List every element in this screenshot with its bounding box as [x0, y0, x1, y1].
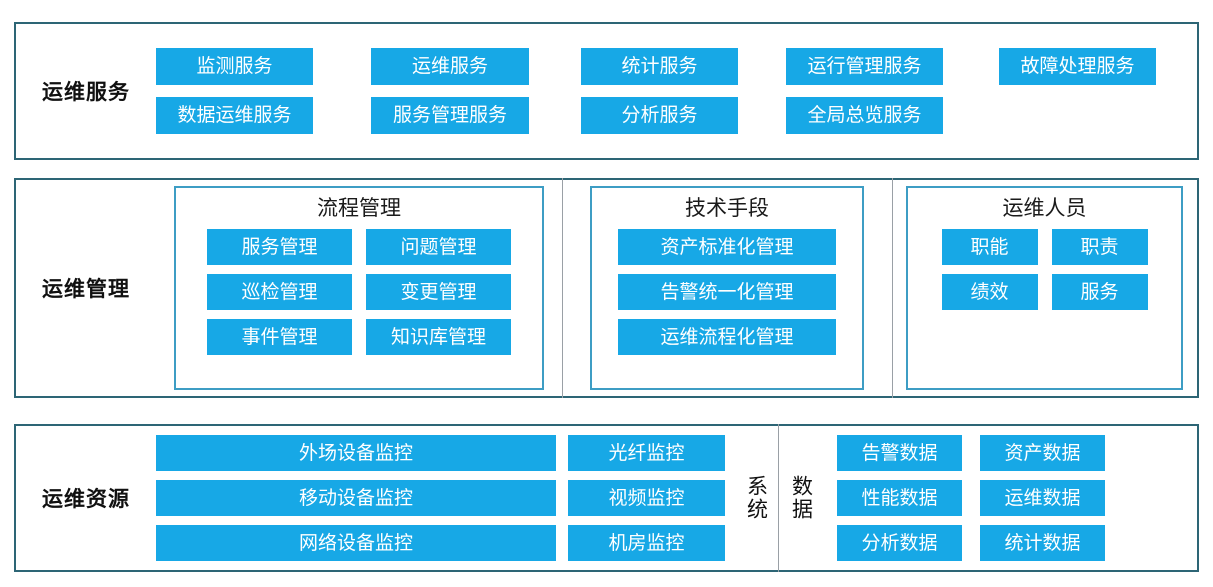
resources-column-device-monitoring: 外场设备监控 移动设备监控 网络设备监控 — [156, 426, 568, 570]
section-operations-services: 运维服务 监测服务 运维服务 统计服务 运行管理服务 故障处理服务 — [14, 22, 1199, 160]
chip-analysis-service[interactable]: 分析服务 — [581, 97, 738, 134]
panel-title-personnel: 运维人员 — [1002, 197, 1087, 220]
chip-service[interactable]: 服务 — [1051, 274, 1148, 311]
panel-rows-technical: 资产标准化管理 告警统一化管理 运维流程化管理 — [618, 229, 836, 356]
panel-process-management: 流程管理 服务管理 问题管理 巡检管理 变更管理 事件管理 知识库管理 — [174, 186, 544, 390]
services-row-top: 监测服务 运维服务 统计服务 运行管理服务 故障处理服务 — [156, 48, 1199, 85]
section-label-resources: 运维资源 — [42, 488, 130, 511]
chip-run-management-service[interactable]: 运行管理服务 — [786, 48, 943, 85]
chip-knowledge-base-management[interactable]: 知识库管理 — [366, 319, 511, 356]
chip-network-device-monitoring[interactable]: 网络设备监控 — [156, 525, 556, 561]
chip-video-monitoring[interactable]: 视频监控 — [568, 480, 725, 516]
chip-server-room-monitoring[interactable]: 机房监控 — [568, 525, 725, 561]
chip-service-management[interactable]: 服务管理 — [207, 229, 352, 266]
chip-ops-service[interactable]: 运维服务 — [371, 48, 529, 85]
services-cell: 服务管理服务 — [371, 97, 581, 134]
services-cell: 全局总览服务 — [786, 97, 999, 134]
chip-statistics-data[interactable]: 统计数据 — [980, 525, 1105, 561]
section-label-management: 运维管理 — [42, 278, 130, 301]
chip-analysis-data[interactable]: 分析数据 — [837, 525, 962, 561]
vertical-label-data: 数据 — [778, 424, 823, 572]
chip-statistics-service[interactable]: 统计服务 — [581, 48, 738, 85]
chip-asset-data[interactable]: 资产数据 — [980, 435, 1105, 471]
resources-data-row: 性能数据 运维数据 — [837, 480, 1197, 516]
chip-inspection-management[interactable]: 巡检管理 — [207, 274, 352, 311]
section-operations-management: 运维管理 流程管理 服务管理 问题管理 巡检管理 变更管理 — [14, 178, 1199, 398]
chip-responsibility[interactable]: 职责 — [1051, 229, 1148, 266]
chip-fault-handling-service[interactable]: 故障处理服务 — [999, 48, 1156, 85]
chip-global-overview-service[interactable]: 全局总览服务 — [786, 97, 943, 134]
section-operations-resources: 运维资源 外场设备监控 移动设备监控 网络设备监控 光纤监控 视频监控 机房监控… — [14, 424, 1199, 572]
section-body-management: 流程管理 服务管理 问题管理 巡检管理 变更管理 事件管理 知识库管理 — [156, 178, 1197, 398]
services-cell: 统计服务 — [581, 48, 786, 85]
panel-row: 事件管理 知识库管理 — [207, 319, 511, 356]
management-group-personnel: 运维人员 职能 职责 绩效 服务 — [892, 178, 1197, 398]
panel-rows-process: 服务管理 问题管理 巡检管理 变更管理 事件管理 知识库管理 — [207, 229, 511, 356]
resources-data-row: 分析数据 统计数据 — [837, 525, 1197, 561]
vertical-label-system: 系统 — [744, 475, 768, 521]
services-cell: 监测服务 — [156, 48, 371, 85]
resources-column-facility-monitoring: 光纤监控 视频监控 机房监控 — [568, 426, 733, 570]
panel-title-technical: 技术手段 — [685, 197, 769, 220]
resources-data-grid: 告警数据 资产数据 性能数据 运维数据 分析数据 统计数据 — [823, 435, 1197, 561]
chip-ops-process-management[interactable]: 运维流程化管理 — [618, 319, 836, 356]
panel-row: 服务管理 问题管理 — [207, 229, 511, 266]
panel-row: 告警统一化管理 — [618, 274, 836, 311]
panel-rows-personnel: 职能 职责 绩效 服务 — [941, 229, 1148, 311]
panel-technical-means: 技术手段 资产标准化管理 告警统一化管理 运维流程化管理 — [590, 186, 864, 390]
chip-alarm-unification-management[interactable]: 告警统一化管理 — [618, 274, 836, 311]
services-cell: 分析服务 — [581, 97, 786, 134]
panel-row: 职能 职责 — [941, 229, 1148, 266]
panel-title-process: 流程管理 — [317, 197, 401, 220]
services-cell: 运行管理服务 — [786, 48, 999, 85]
chip-alarm-data[interactable]: 告警数据 — [837, 435, 962, 471]
chip-change-management[interactable]: 变更管理 — [366, 274, 511, 311]
panel-row: 绩效 服务 — [941, 274, 1148, 311]
section-body-resources: 外场设备监控 移动设备监控 网络设备监控 光纤监控 视频监控 机房监控 系统 数… — [156, 424, 1197, 572]
services-row-bottom: 数据运维服务 服务管理服务 分析服务 全局总览服务 — [156, 97, 1199, 134]
resources-data-row: 告警数据 资产数据 — [837, 435, 1197, 471]
chip-fiber-monitoring[interactable]: 光纤监控 — [568, 435, 725, 471]
panel-row: 运维流程化管理 — [618, 319, 836, 356]
management-group-process: 流程管理 服务管理 问题管理 巡检管理 变更管理 事件管理 知识库管理 — [156, 180, 562, 396]
section-body-services: 监测服务 运维服务 统计服务 运行管理服务 故障处理服务 数据运维服务 — [156, 24, 1207, 158]
chip-problem-management[interactable]: 问题管理 — [366, 229, 511, 266]
services-cell: 故障处理服务 — [999, 48, 1199, 85]
panel-row: 巡检管理 变更管理 — [207, 274, 511, 311]
management-group-technical: 技术手段 资产标准化管理 告警统一化管理 运维流程化管理 — [562, 178, 892, 398]
chip-asset-standardization-management[interactable]: 资产标准化管理 — [618, 229, 836, 266]
chip-mobile-device-monitoring[interactable]: 移动设备监控 — [156, 480, 556, 516]
chip-ops-data[interactable]: 运维数据 — [980, 480, 1105, 516]
chip-data-ops-service[interactable]: 数据运维服务 — [156, 97, 313, 134]
chip-monitoring-service[interactable]: 监测服务 — [156, 48, 313, 85]
chip-performance[interactable]: 绩效 — [941, 274, 1038, 311]
section-label-services: 运维服务 — [42, 81, 130, 104]
chip-field-device-monitoring[interactable]: 外场设备监控 — [156, 435, 556, 471]
chip-function[interactable]: 职能 — [941, 229, 1038, 266]
chip-incident-management[interactable]: 事件管理 — [207, 319, 352, 356]
services-cell — [999, 97, 1199, 134]
services-cell: 运维服务 — [371, 48, 581, 85]
chip-performance-data[interactable]: 性能数据 — [837, 480, 962, 516]
chip-service-management-service[interactable]: 服务管理服务 — [371, 97, 529, 134]
panel-row: 资产标准化管理 — [618, 229, 836, 266]
panel-ops-personnel: 运维人员 职能 职责 绩效 服务 — [906, 186, 1183, 390]
services-cell: 数据运维服务 — [156, 97, 371, 134]
